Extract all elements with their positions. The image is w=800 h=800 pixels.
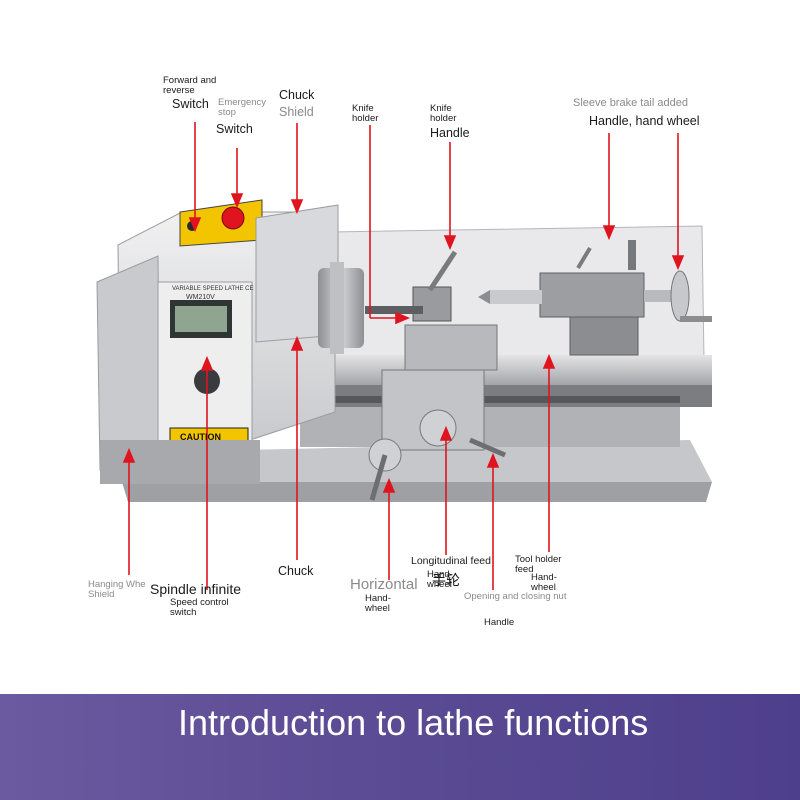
chuck bbox=[318, 262, 364, 354]
banner-title: Introduction to lathe functions bbox=[178, 702, 649, 743]
label-knife-holder-handle-2: Handle bbox=[430, 126, 470, 140]
label-knife-holder-handle-1: Knife holder bbox=[430, 103, 457, 124]
label-spindle-infinite: Spindle infinite bbox=[150, 581, 242, 597]
label-sleeve-brake: Sleeve brake tail added bbox=[573, 97, 688, 109]
label-knife-holder: Knife holder bbox=[352, 103, 379, 124]
label-handle: Handle bbox=[484, 617, 515, 628]
lead-screw bbox=[320, 396, 680, 403]
label-speed-control-switch: Speed control switch bbox=[170, 597, 229, 618]
carriage bbox=[365, 250, 506, 501]
label-horizontal-2: 手轮 bbox=[432, 572, 460, 588]
label-chuck: Chuck bbox=[278, 564, 314, 578]
label-switch-1: Switch bbox=[172, 97, 209, 111]
caution-label: CAUTION bbox=[180, 432, 221, 442]
chip-tray bbox=[122, 440, 712, 502]
label-switch-2: Switch bbox=[216, 122, 253, 136]
label-longitudinal-feed: Longitudinal feed bbox=[411, 555, 491, 567]
lathe-bed bbox=[250, 355, 712, 447]
model-label: WM210V bbox=[186, 294, 215, 301]
label-hand-wheel-3: Hand-wheel bbox=[531, 572, 557, 593]
label-handle-hand-wheel: Handle, hand wheel bbox=[589, 114, 700, 128]
label-chuck-shield-2: Shield bbox=[279, 105, 314, 119]
label-tool-holder-feed: Tool holder feed bbox=[515, 554, 562, 575]
label-forward-reverse: Forward and reverse bbox=[163, 75, 217, 96]
title-banner bbox=[0, 694, 800, 800]
label-opening-closing-nut: Opening and closing nut bbox=[464, 591, 567, 602]
label-chuck-shield-1: Chuck bbox=[279, 88, 315, 102]
label-hanging-wheel-shield: Hanging Whe Shield bbox=[88, 579, 146, 600]
label-horizontal-1: Horizontal bbox=[350, 576, 418, 593]
tailstock bbox=[478, 240, 712, 356]
label-hand-wheel-2: Hand-wheel bbox=[427, 569, 453, 590]
label-hand-wheel-1: Hand-wheel bbox=[365, 593, 391, 614]
panel-title: VARIABLE SPEED LATHE CE bbox=[172, 286, 254, 292]
label-emergency-stop: Emergency stop bbox=[218, 97, 267, 118]
